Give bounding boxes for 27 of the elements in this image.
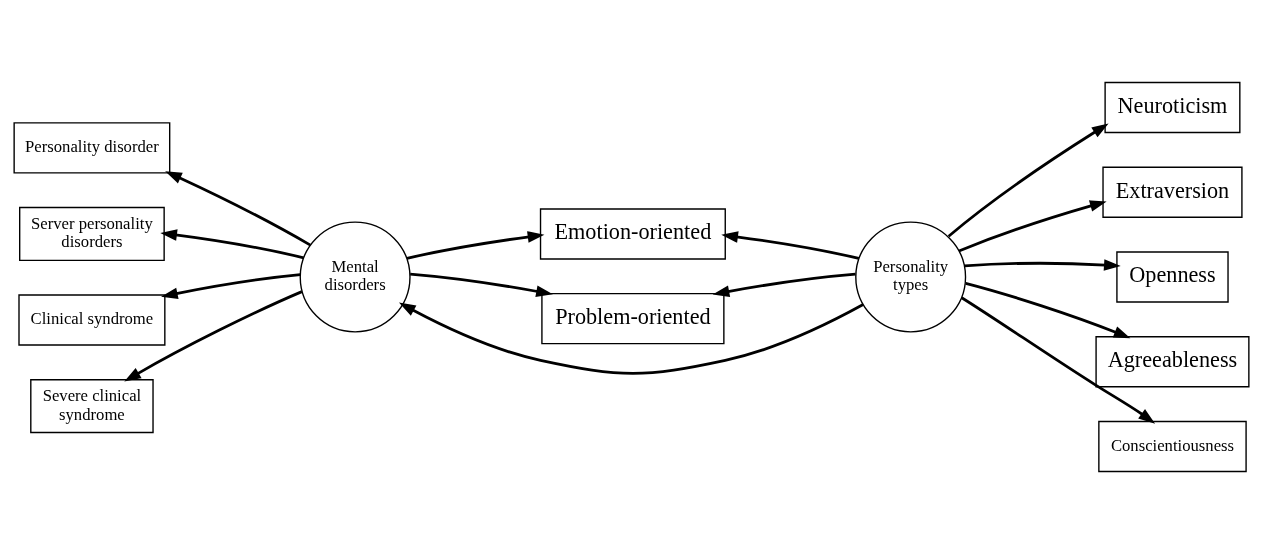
arrow xyxy=(960,296,1156,424)
node-circle: Personality types xyxy=(855,220,967,333)
arrow xyxy=(161,272,301,299)
node-box: Emotion-oriented xyxy=(539,207,726,260)
node-box: Conscientiousness xyxy=(1098,420,1247,472)
node-box: Severe clinical syndrome xyxy=(30,378,154,433)
arrow xyxy=(721,230,860,260)
arrow xyxy=(165,170,312,246)
arrow xyxy=(947,123,1109,237)
arrow xyxy=(965,281,1131,338)
node-box: Neuroticism xyxy=(1104,81,1241,133)
arrow xyxy=(124,289,303,382)
arrow xyxy=(410,272,553,297)
node-box: Server personality disorders xyxy=(19,206,165,261)
node-circle: Mental disorders xyxy=(299,220,411,333)
node-box: Agreeableness xyxy=(1095,335,1250,387)
arrow xyxy=(406,230,545,260)
arrow xyxy=(958,199,1107,252)
node-box: Clinical syndrome xyxy=(18,293,166,346)
node-box: Openness xyxy=(1116,250,1229,303)
arrow xyxy=(160,228,304,259)
node-box: Extraversion xyxy=(1102,166,1243,218)
arrow xyxy=(398,302,864,375)
node-box: Personality disorder xyxy=(13,121,171,174)
arrow xyxy=(712,272,856,297)
arrow xyxy=(964,258,1121,271)
node-box: Problem-oriented xyxy=(541,292,725,344)
